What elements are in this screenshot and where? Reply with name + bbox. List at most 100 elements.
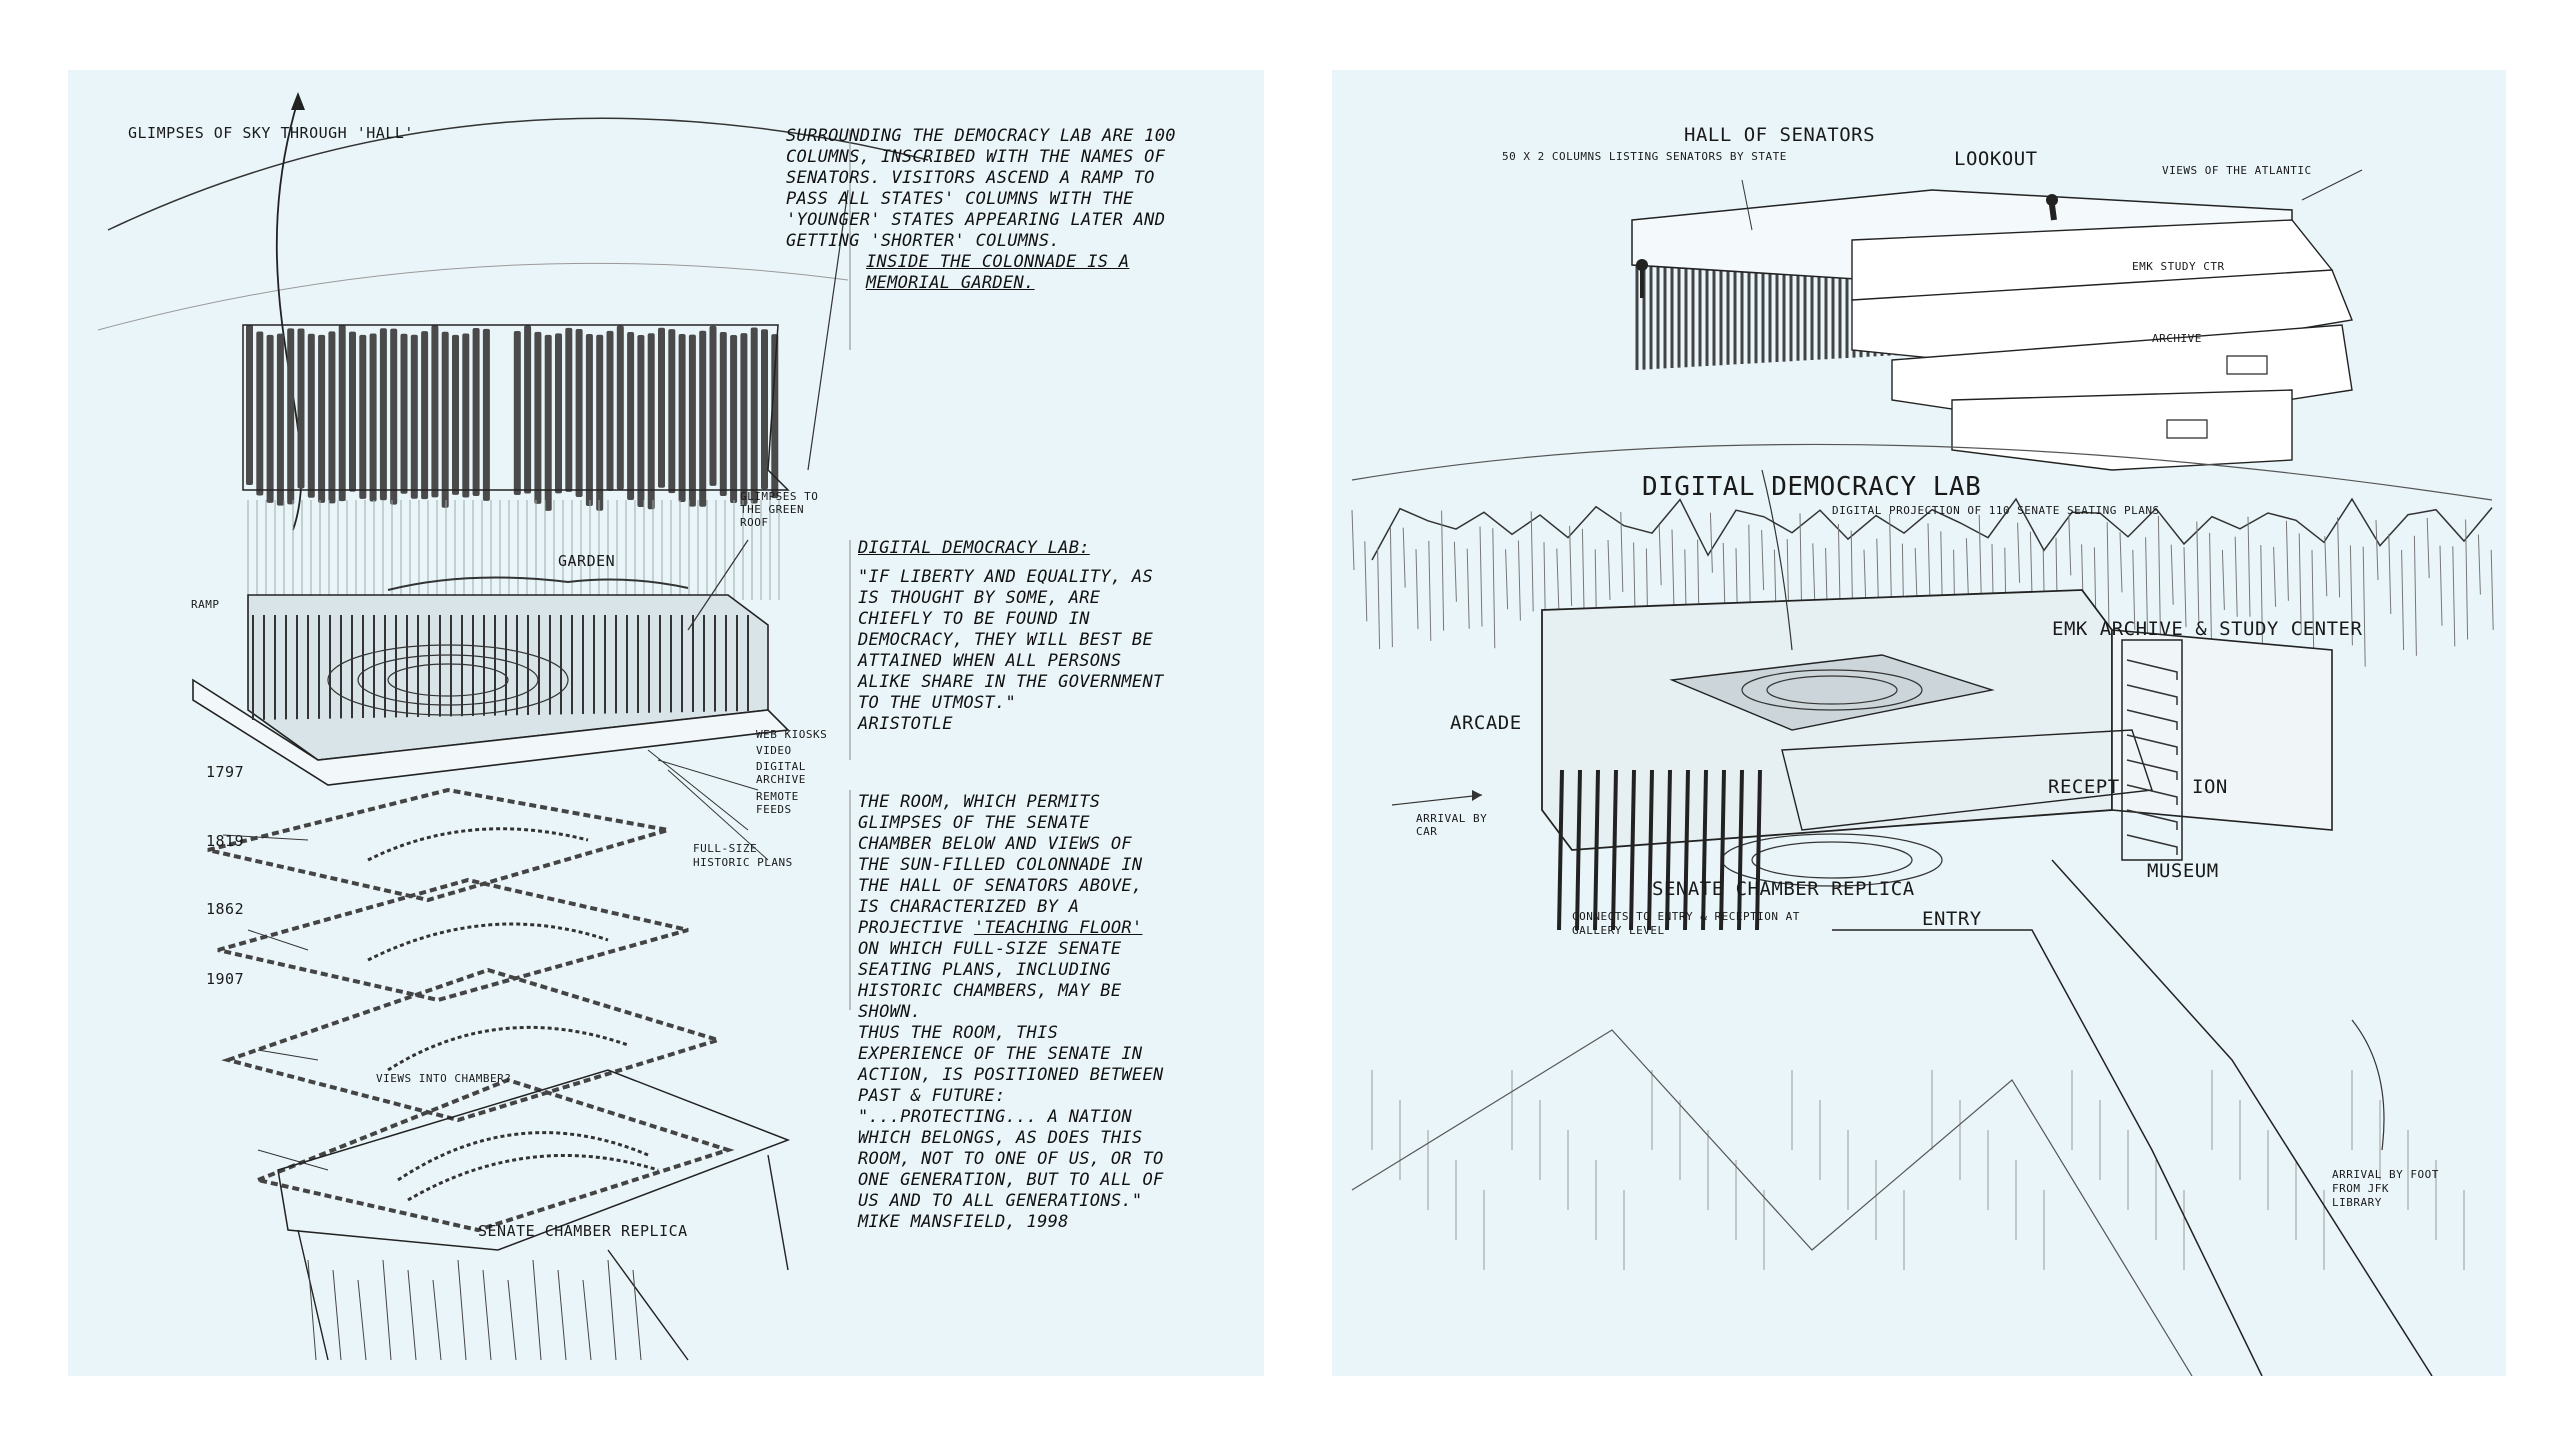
ground-hatch-line: [2375, 520, 2379, 581]
ground-hatch-line: [1389, 527, 1393, 648]
arcade-column: [1683, 769, 1690, 931]
sky-arc-faint: [97, 262, 849, 331]
lab-note-title: DIGITAL DEMOCRACY LAB:: [858, 538, 1090, 558]
colonnade-column: [349, 331, 356, 492]
colonnade-column: [761, 329, 768, 490]
ground-hatch-line: [2465, 519, 2469, 640]
colonnade-column: [709, 325, 717, 486]
columns-note: SURROUNDING THE DEMOCRACY LAB ARE 100 CO…: [786, 126, 1186, 294]
colonnade-column: [246, 325, 253, 485]
colonnade-column: [637, 334, 645, 507]
ground-hatch-line: [2452, 546, 2456, 647]
year-leaders: [222, 834, 329, 1171]
replica-hatch-line: [357, 1279, 367, 1361]
replica-hatch-line: [507, 1279, 517, 1361]
ground-hatch-line: [2439, 545, 2443, 626]
hall-sub-label: 50 X 2 COLUMNS LISTING SENATORS BY STATE: [1502, 150, 1787, 163]
arcade-column: [1647, 769, 1654, 931]
ground-hatch-line: [2145, 537, 2149, 638]
replica-hatch-line: [582, 1279, 592, 1361]
ground-hatch-line: [2324, 536, 2328, 597]
thus-text: THUS THE ROOM, THIS EXPERIENCE OF THE SE…: [858, 1023, 1164, 1106]
colonnade-column: [699, 330, 707, 507]
ground-hatch-line: [1569, 525, 1573, 606]
replica-hatch-line: [382, 1259, 392, 1361]
replica-hatch-line: [557, 1269, 567, 1361]
views-into-chamber-label: VIEWS INTO CHAMBER?: [376, 1072, 512, 1085]
arcade-column: [1719, 769, 1726, 931]
museum-slope: [2051, 859, 2433, 1376]
ground-hatch-line: [2388, 533, 2392, 615]
ground-hatch-line: [2234, 536, 2238, 617]
colonnade-column: [513, 331, 521, 496]
replica-hatch-line: [607, 1259, 617, 1361]
horizon-arc: [1351, 443, 2493, 501]
garden-label: GARDEN: [558, 552, 616, 570]
year-1907: 1907: [206, 970, 245, 988]
colonnade-column: [534, 331, 542, 504]
stair-step: [2126, 834, 2178, 855]
stair-steps: [2126, 659, 2178, 855]
colonnade-column: [338, 325, 346, 502]
ground-hatch-line: [2170, 544, 2174, 605]
ramp-label: RAMP: [191, 598, 220, 611]
ground-hatch-line: [1428, 540, 1432, 641]
colonnade-column: [678, 334, 686, 503]
ghost-column-lines: [247, 500, 780, 600]
archive-base-window: [2166, 419, 2208, 439]
ground-hatch-line: [1761, 530, 1765, 591]
historic-plans-label: FULL-SIZE HISTORIC PLANS: [693, 842, 793, 869]
ground-hatch-line: [1492, 528, 1496, 649]
foot-arrow: [2351, 1019, 2385, 1151]
web-kiosks-label: WEB KIOSKS: [756, 728, 828, 741]
ground-hatch-line: [2362, 546, 2366, 667]
reception-label-a: RECEPT: [2048, 776, 2120, 798]
columns-note-text: SURROUNDING THE DEMOCRACY LAB ARE 100 CO…: [786, 126, 1176, 251]
colonnade-column: [524, 325, 532, 494]
arcade-column: [1575, 769, 1582, 931]
colonnade-column: [771, 334, 779, 499]
ground-hatch-line: [2426, 517, 2430, 579]
perspective-drawing: [1351, 169, 2494, 1376]
emk-study-label: EMK STUDY CTR: [2132, 260, 2225, 273]
ground-hatch-line: [2106, 522, 2110, 643]
car-arrowhead: [1472, 790, 1482, 801]
ground-hatch-line: [1517, 540, 1521, 621]
chamber-replica-top: [277, 1069, 791, 1251]
ground-hatch-line: [1671, 529, 1675, 610]
colonnade-column: [647, 333, 655, 510]
colonnade-column: [719, 332, 727, 497]
colonnade-column: [616, 325, 624, 490]
colonnade-column: [421, 331, 429, 500]
ground-hatch-line: [2068, 515, 2072, 576]
colonnade-column: [544, 334, 552, 511]
projection-floor-arcs: [1741, 669, 1923, 711]
ground-hatch-line: [1978, 514, 1982, 595]
garden-note-text: INSIDE THE COLONNADE IS A MEMORIAL GARDE…: [866, 252, 1130, 293]
colonnade-column: [482, 328, 490, 501]
ground-hatch-line: [1441, 510, 1445, 631]
arcade-column: [1557, 769, 1564, 931]
hall-leaders: [1741, 169, 2363, 231]
green-roof-leader: [687, 539, 749, 631]
colonnade-column: [266, 334, 274, 503]
ground-hatch-line: [1965, 538, 1969, 599]
colonnade-column: [606, 330, 614, 491]
colonnade-column: [627, 331, 635, 500]
colonnade-column: [472, 328, 480, 497]
ground-hatch-line: [2337, 517, 2341, 598]
senate-chamber-replica-label: SENATE CHAMBER REPLICA: [478, 1222, 688, 1240]
ground-hatch-line: [1556, 548, 1560, 609]
ground-hatch-line: [2183, 547, 2187, 628]
ground-hatch-line: [1402, 527, 1406, 588]
ground-hatch-line: [2209, 532, 2213, 653]
colonnade-column: [585, 333, 593, 506]
colonnade-column: [307, 333, 315, 498]
arcade-columns: [1557, 769, 1762, 931]
stair-step: [2126, 684, 2178, 705]
historic-plan-arcs: [367, 827, 659, 1202]
arcade-column: [1701, 769, 1708, 931]
year-1797: 1797: [206, 763, 245, 781]
colonnade-column: [730, 334, 738, 503]
colonnade-column: [297, 328, 305, 489]
